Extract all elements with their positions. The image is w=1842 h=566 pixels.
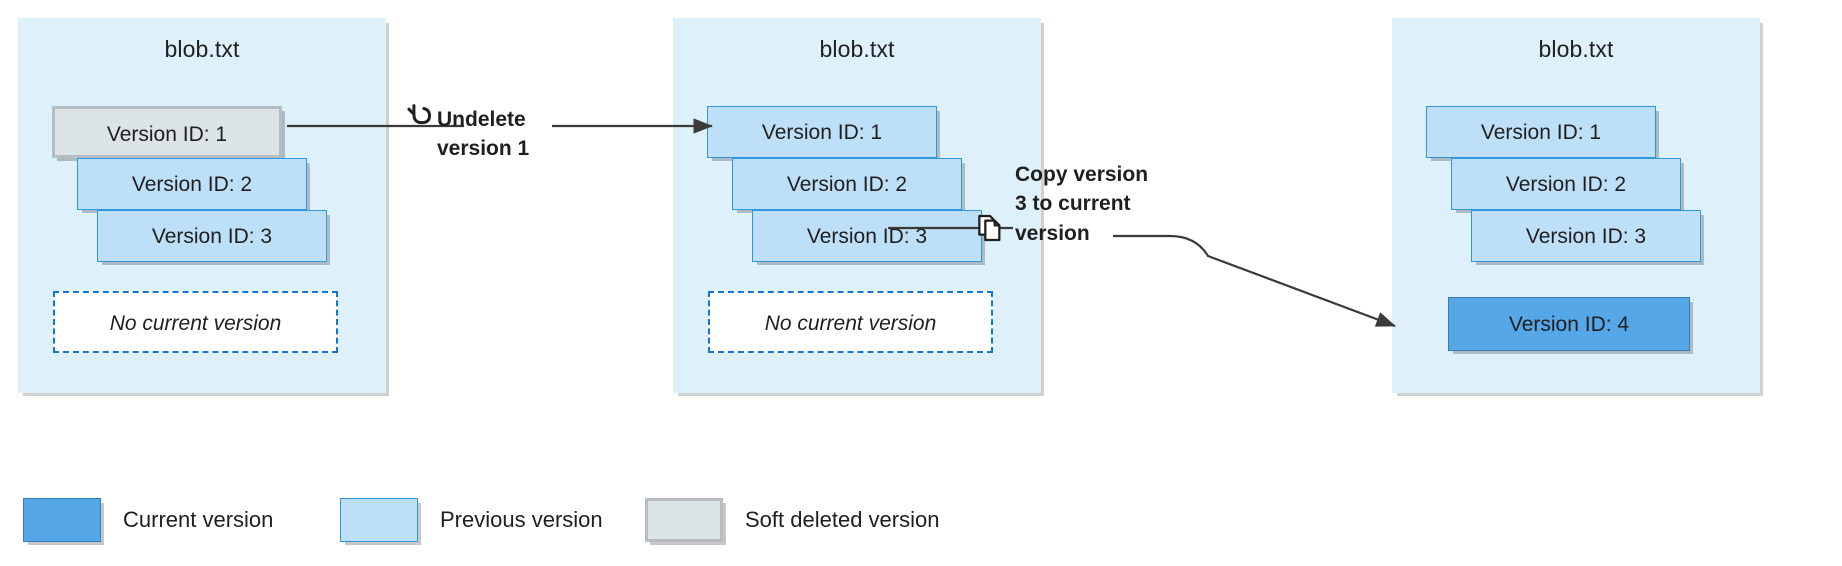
version-card-previous: Version ID: 2: [732, 158, 962, 210]
panel-after-copy: blob.txt Version ID: 1 Version ID: 2 Ver…: [1392, 18, 1760, 393]
legend-label-soft-deleted-version: Soft deleted version: [745, 507, 940, 532]
version-card-previous: Version ID: 2: [1451, 158, 1681, 210]
callout-undelete: Undelete version 1: [437, 105, 567, 164]
connector-copy-target: [1113, 234, 1397, 328]
no-current-version-label: No current version: [109, 312, 282, 335]
callout-copy-line3: version: [1015, 221, 1090, 245]
panel-after-undelete: blob.txt Version ID: 1 Version ID: 2 Ver…: [673, 18, 1041, 393]
version-card-label: Version ID: 1: [106, 123, 228, 146]
version-card-label: Version ID: 2: [786, 173, 908, 196]
legend-swatch-current-version: [23, 498, 101, 542]
version-card-soft-deleted: Version ID: 1: [52, 106, 282, 158]
version-card-label: Version ID: 3: [1525, 225, 1647, 248]
callout-copy-line2: 3 to current: [1015, 192, 1131, 216]
version-card-previous: Version ID: 3: [1471, 210, 1701, 262]
panel-before-undelete: blob.txt Version ID: 1 Version ID: 2 Ver…: [18, 18, 386, 393]
legend-item-soft-deleted-version: Soft deleted version: [645, 498, 939, 542]
version-card-previous: Version ID: 3: [752, 210, 982, 262]
version-card-current: Version ID: 4: [1448, 297, 1690, 351]
version-card-previous: Version ID: 3: [97, 210, 327, 262]
version-card-label: Version ID: 3: [806, 225, 928, 248]
version-card-previous: Version ID: 1: [707, 106, 937, 158]
version-card-label: Version ID: 4: [1508, 313, 1630, 336]
panel-file-label: blob.txt: [819, 36, 895, 62]
no-current-version-box: No current version: [708, 291, 993, 353]
legend-label-previous-version: Previous version: [440, 507, 603, 532]
callout-copy: Copy version 3 to current version: [1015, 160, 1195, 248]
callout-copy-line1: Copy version: [1015, 163, 1149, 186]
legend: Current version Previous version Soft de…: [0, 498, 1842, 558]
no-current-version-box: No current version: [53, 291, 338, 353]
no-current-version-label: No current version: [764, 312, 937, 335]
legend-swatch-previous-version: [340, 498, 418, 542]
panel-file-label: blob.txt: [164, 36, 240, 62]
callout-undelete-line1: Undelete: [437, 108, 526, 131]
legend-label-current-version: Current version: [123, 507, 274, 532]
version-card-label: Version ID: 1: [761, 121, 883, 144]
version-card-label: Version ID: 1: [1480, 121, 1602, 144]
version-card-label: Version ID: 2: [1505, 173, 1627, 196]
version-card-label: Version ID: 2: [131, 173, 253, 196]
legend-swatch-soft-deleted-version: [645, 498, 723, 542]
undo-icon: [404, 100, 438, 134]
legend-item-current-version: Current version: [23, 498, 273, 542]
version-card-previous: Version ID: 2: [77, 158, 307, 210]
panel-file-label: blob.txt: [1538, 36, 1614, 62]
version-card-previous: Version ID: 1: [1426, 106, 1656, 158]
version-card-label: Version ID: 3: [151, 225, 273, 248]
legend-item-previous-version: Previous version: [340, 498, 603, 542]
callout-undelete-line2: version 1: [437, 137, 530, 161]
copy-icon: [974, 212, 1006, 244]
